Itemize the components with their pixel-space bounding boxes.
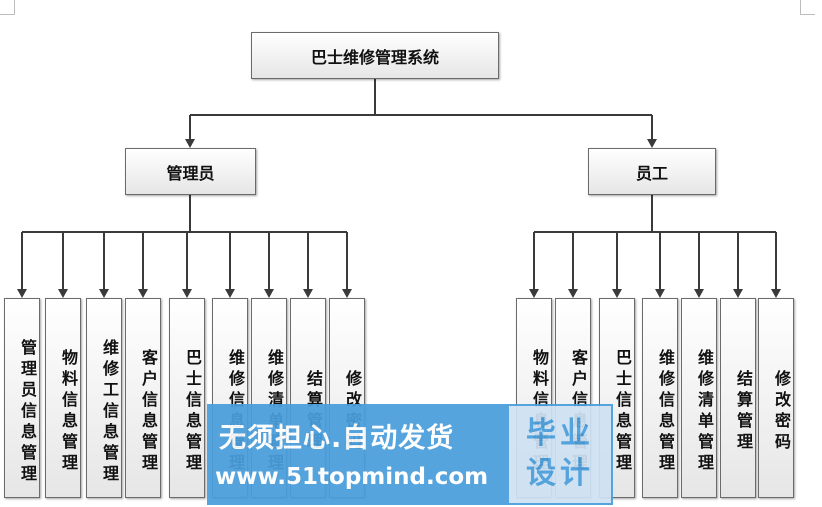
leaf-label: 客户信息管理	[139, 349, 158, 475]
arrow-leaf-admin-4	[182, 289, 192, 298]
arrow-to-branch-staff	[647, 139, 657, 148]
watermark-slogan: 无须担心.自动发货	[219, 423, 455, 454]
watermark-url: www.51topmind.com	[215, 464, 489, 490]
arrow-to-branch-admin	[185, 139, 195, 148]
leaf-label: 管理员信息管理	[18, 338, 37, 486]
leaf-label: 巴士信息管理	[183, 349, 202, 475]
watermark-badge-line2: 设计	[526, 456, 594, 491]
leaf-node-staff-3: 维修信息管理	[642, 298, 678, 498]
corner-mark-left	[0, 0, 15, 15]
root-node: 巴士维修管理系统	[251, 32, 499, 79]
arrow-leaf-staff-5	[733, 289, 743, 298]
arrow-leaf-admin-3	[138, 289, 148, 298]
leaf-node-staff-4: 维修清单管理	[681, 298, 717, 498]
arrow-leaf-staff-2	[612, 289, 622, 298]
leaf-node-staff-6: 修改密码	[758, 298, 794, 498]
branch-node-staff: 员工	[588, 148, 716, 195]
leaf-node-staff-2: 巴士信息管理	[599, 298, 635, 498]
watermark-badge: 毕业 设计	[507, 404, 613, 505]
arrow-leaf-admin-0	[17, 289, 27, 298]
leaf-label: 修改密码	[772, 370, 791, 454]
arrow-leaf-staff-0	[529, 289, 539, 298]
leaf-label: 物料信息管理	[59, 349, 78, 475]
leaf-node-admin-2: 维修工信息管理	[86, 298, 122, 498]
arrow-leaf-admin-1	[58, 289, 68, 298]
branch-node-admin: 管理员	[125, 148, 256, 195]
arrow-leaf-staff-1	[568, 289, 578, 298]
arrow-leaf-staff-4	[694, 289, 704, 298]
arrow-leaf-staff-3	[655, 289, 665, 298]
watermark-badge-line1: 毕业	[526, 416, 594, 451]
leaf-label: 巴士信息管理	[613, 349, 632, 475]
leaf-label: 维修清单管理	[695, 349, 714, 475]
leaf-label: 维修信息管理	[656, 349, 675, 475]
arrow-leaf-staff-6	[771, 289, 781, 298]
leaf-node-admin-0: 管理员信息管理	[4, 298, 40, 498]
leaf-label: 结算管理	[734, 370, 753, 454]
corner-mark-right	[800, 0, 815, 15]
leaf-node-staff-5: 结算管理	[720, 298, 756, 498]
watermark-banner: 无须担心.自动发货 www.51topmind.com	[207, 404, 507, 505]
leaf-node-admin-3: 客户信息管理	[125, 298, 161, 498]
leaf-label: 维修工信息管理	[100, 338, 119, 486]
leaf-node-admin-4: 巴士信息管理	[169, 298, 205, 498]
arrow-leaf-admin-6	[264, 289, 274, 298]
arrow-leaf-admin-5	[225, 289, 235, 298]
leaf-node-admin-1: 物料信息管理	[45, 298, 81, 498]
arrow-leaf-admin-8	[342, 289, 352, 298]
arrow-leaf-admin-2	[99, 289, 109, 298]
arrow-leaf-admin-7	[303, 289, 313, 298]
